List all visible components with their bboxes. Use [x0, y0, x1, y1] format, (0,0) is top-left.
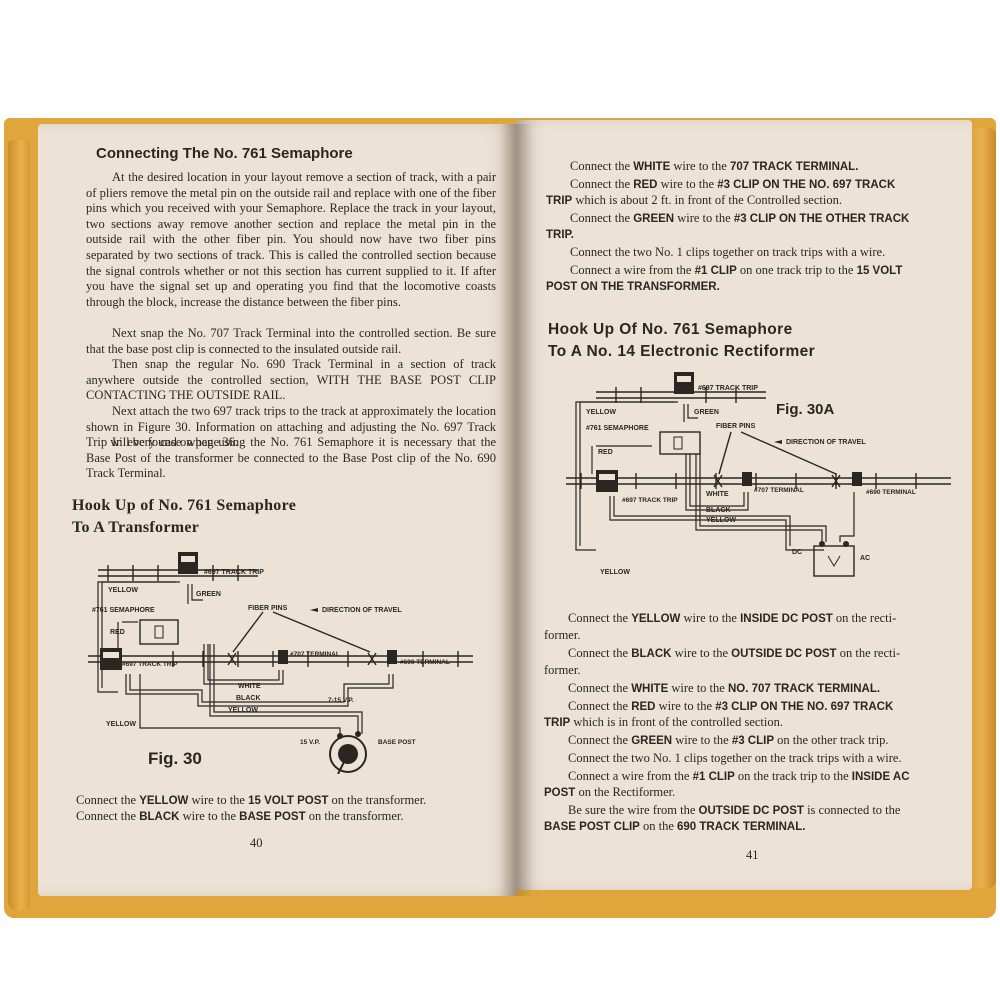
- fig30a-label-707: #707 TERMINAL: [754, 487, 804, 494]
- left-heading-2-line-1: Hook Up of No. 761 Semaphore: [72, 497, 297, 514]
- fig30-label-black: BLACK: [236, 695, 261, 702]
- fig30-caption: Fig. 30: [148, 749, 202, 768]
- book-spine-edge-left: [8, 140, 30, 910]
- right-connect-clip1: Connect a wire from the #1 CLIP on one t…: [570, 263, 903, 277]
- rectiformer-icon: [813, 545, 855, 577]
- terminal-707-icon-30a: [742, 472, 752, 486]
- right-step-yellow-cont: former.: [544, 628, 581, 642]
- fig30a-label-dc: DC: [792, 549, 802, 556]
- right-step-red: Connect the RED wire to the #3 CLIP ON T…: [568, 699, 894, 713]
- book-cover-edge-right: [968, 128, 996, 888]
- right-step-white: Connect the WHITE wire to the NO. 707 TR…: [568, 681, 881, 695]
- right-connect-red-cont: TRIP which is about 2 ft. in front of th…: [546, 193, 842, 207]
- fig30-label-red: RED: [110, 629, 125, 636]
- fig30a-label-semaphore: #761 SEMAPHORE: [586, 425, 649, 432]
- fig30a-label-yellow-3: YELLOW: [600, 569, 630, 576]
- left-page-number: 40: [250, 836, 263, 850]
- left-connect-yellow: Connect the YELLOW wire to the 15 VOLT P…: [76, 793, 427, 807]
- fig30-label-fiber-pins: FIBER PINS: [248, 605, 288, 612]
- semaphore-box-30a: [659, 431, 701, 455]
- direction-arrow-icon: [310, 608, 318, 612]
- transformer-icon: [329, 735, 367, 773]
- fig30a-label-black: BLACK: [706, 507, 731, 514]
- semaphore-box: [139, 619, 179, 645]
- right-connect-green: Connect the GREEN wire to the #3 CLIP ON…: [570, 211, 910, 225]
- fig30-label-base-post: BASE POST: [378, 739, 416, 746]
- right-step-black-cont: former.: [544, 663, 581, 677]
- fig30-label-white: WHITE: [238, 683, 261, 690]
- fig30-label-15vp: 15 V.P.: [300, 739, 320, 746]
- fig30a-label-track-trip-top: #697 TRACK TRIP: [698, 385, 758, 392]
- figure-30a-diagram: #697 TRACK TRIP Fig. 30A YELLOW GREEN #7…: [566, 372, 951, 577]
- right-connect-clip1-cont: POST ON THE TRANSFORMER.: [546, 281, 720, 293]
- right-heading-line-1: Hook Up Of No. 761 Semaphore: [548, 321, 793, 338]
- fig30a-label-track-trip-bottom: #697 TRACK TRIP: [622, 497, 678, 504]
- terminal-690-icon: [387, 650, 397, 664]
- right-connect-red: Connect the RED wire to the #3 CLIP ON T…: [570, 177, 896, 191]
- right-step-red-cont: TRIP which is in front of the controlled…: [544, 715, 784, 729]
- left-paragraph-3: Then snap the regular No. 690 Track Term…: [86, 357, 496, 403]
- fig30a-caption: Fig. 30A: [776, 401, 835, 418]
- fig30-label-track-trip-top: #697 TRACK TRIP: [204, 569, 264, 576]
- fig30a-label-white: WHITE: [706, 491, 729, 498]
- fig30a-label-690: #690 TERMINAL: [866, 489, 916, 496]
- fig30a-label-direction: DIRECTION OF TRAVEL: [786, 439, 866, 446]
- track-trip-bottom-icon: [100, 648, 122, 670]
- right-step-green: Connect the GREEN wire to the #3 CLIP on…: [568, 733, 889, 747]
- book-gutter-shadow: [500, 124, 534, 896]
- fig30-label-yellow-2: YELLOW: [228, 707, 258, 714]
- right-heading-line-2: To A No. 14 Electronic Rectiformer: [548, 343, 816, 360]
- fig30-label-track-trip-bottom: #697 TRACK TRIP: [122, 661, 178, 668]
- terminal-707-icon: [278, 650, 288, 664]
- left-paragraph-2: Next snap the No. 707 Track Terminal int…: [86, 326, 496, 356]
- right-page-number: 41: [746, 848, 759, 862]
- right-page: Connect the WHITE wire to the 707 TRACK …: [516, 120, 972, 890]
- fig30a-label-yellow-2: YELLOW: [706, 517, 736, 524]
- fig30a-label-ac: AC: [860, 555, 870, 562]
- right-step-clip1-cont: POST on the Rectiformer.: [544, 785, 676, 799]
- right-connect-white: Connect the WHITE wire to the 707 TRACK …: [570, 159, 859, 173]
- right-step-outside-dc-cont: BASE POST CLIP on the 690 TRACK TERMINAL…: [544, 819, 806, 833]
- fig30-label-yellow-3: YELLOW: [106, 721, 136, 728]
- left-heading: Connecting The No. 761 Semaphore: [96, 145, 353, 162]
- right-step-clip1: Connect a wire from the #1 CLIP on the t…: [568, 769, 910, 783]
- fig30-label-green: GREEN: [196, 591, 221, 598]
- left-paragraph-1: At the desired location in your layout r…: [86, 170, 496, 309]
- direction-arrow-icon-30a: [774, 440, 782, 444]
- left-heading-2-line-2: To A Transformer: [72, 519, 200, 536]
- fig30a-label-yellow: YELLOW: [586, 409, 616, 416]
- fig30-label-semaphore: #761 SEMAPHORE: [92, 607, 155, 614]
- terminal-690-icon-30a: [852, 472, 862, 486]
- figure-30-diagram: #697 TRACK TRIP YELLOW GREEN #761 SEMAPH…: [88, 552, 473, 774]
- right-connect-green-cont: TRIP.: [546, 229, 574, 241]
- left-paragraph-5: In every case when using the No. 761 Sem…: [86, 435, 496, 481]
- left-connect-black: Connect the BLACK wire to the BASE POST …: [76, 809, 404, 823]
- fig30a-label-fiber-pins: FIBER PINS: [716, 423, 756, 430]
- right-connect-clips: Connect the two No. 1 clips together on …: [570, 245, 886, 259]
- fig30-label-direction: DIRECTION OF TRAVEL: [322, 607, 402, 614]
- left-page: Connecting The No. 761 Semaphore At the …: [38, 124, 516, 896]
- right-step-yellow: Connect the YELLOW wire to the INSIDE DC…: [568, 611, 897, 625]
- right-step-outside-dc: Be sure the wire from the OUTSIDE DC POS…: [568, 803, 901, 817]
- right-step-clips: Connect the two No. 1 clips together on …: [568, 751, 902, 765]
- fig30-label-yellow: YELLOW: [108, 587, 138, 594]
- track-trip-bottom-icon-30a: [596, 470, 618, 492]
- fig30a-label-red: RED: [598, 449, 613, 456]
- fig30-label-690: #690 TERMINAL: [400, 659, 450, 666]
- left-paragraph-4: Next attach the two 697 track trips to t…: [86, 404, 496, 450]
- right-step-black: Connect the BLACK wire to the OUTSIDE DC…: [568, 646, 901, 660]
- fig30-label-707: #707 TERMINAL: [290, 651, 340, 658]
- fig30-label-7-15vp: 7-15 V.P.: [328, 697, 354, 704]
- track-trip-top-icon-30a: [674, 372, 694, 394]
- fig30a-label-green: GREEN: [694, 409, 719, 416]
- track-trip-top-icon: [178, 552, 198, 574]
